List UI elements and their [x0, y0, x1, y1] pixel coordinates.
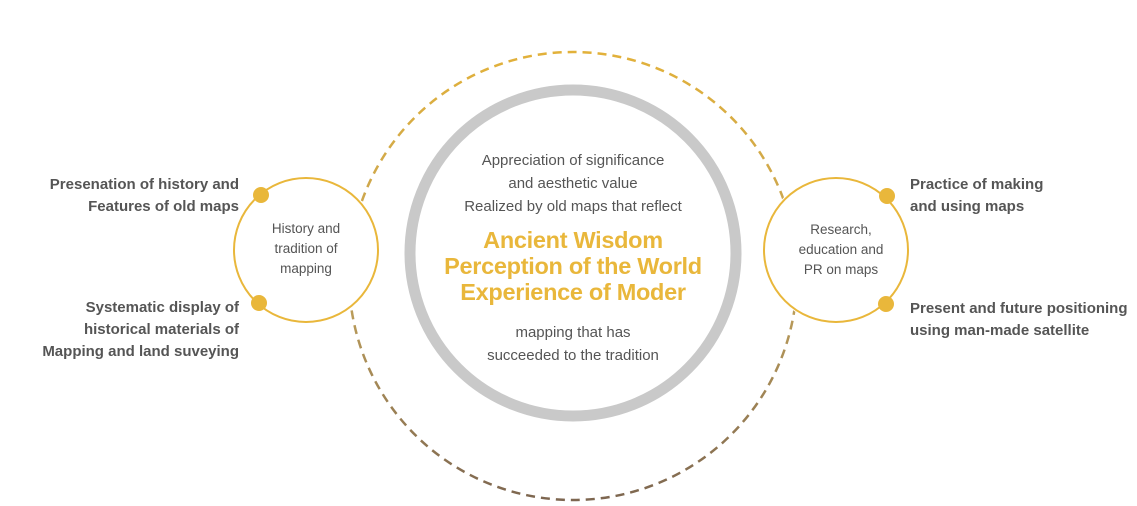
- center-top-text: Appreciation of significance and aesthet…: [464, 152, 682, 215]
- left-small-circle: [233, 177, 379, 323]
- left-circle-label: History and tradition of mapping: [271, 221, 341, 276]
- right-circle-label: Research, education and PR on maps: [798, 222, 884, 277]
- dot-left-bottom: [251, 295, 267, 311]
- dot-right-bottom: [878, 296, 894, 312]
- right-top-point: Practice of making and using maps: [910, 176, 1044, 215]
- center-title: Ancient Wisdom Perception of the World E…: [444, 227, 702, 305]
- dot-left-top: [253, 187, 269, 203]
- left-top-point: Presenation of history and Features of o…: [49, 176, 239, 215]
- inner-ring: [404, 84, 742, 422]
- dot-right-top: [879, 188, 895, 204]
- right-bottom-point: Present and future positioning using man…: [910, 300, 1128, 339]
- right-small-circle: [763, 177, 909, 323]
- center-bottom-text: mapping that has succeeded to the tradit…: [487, 324, 659, 364]
- left-bottom-point: Systematic display of historical materia…: [42, 299, 239, 360]
